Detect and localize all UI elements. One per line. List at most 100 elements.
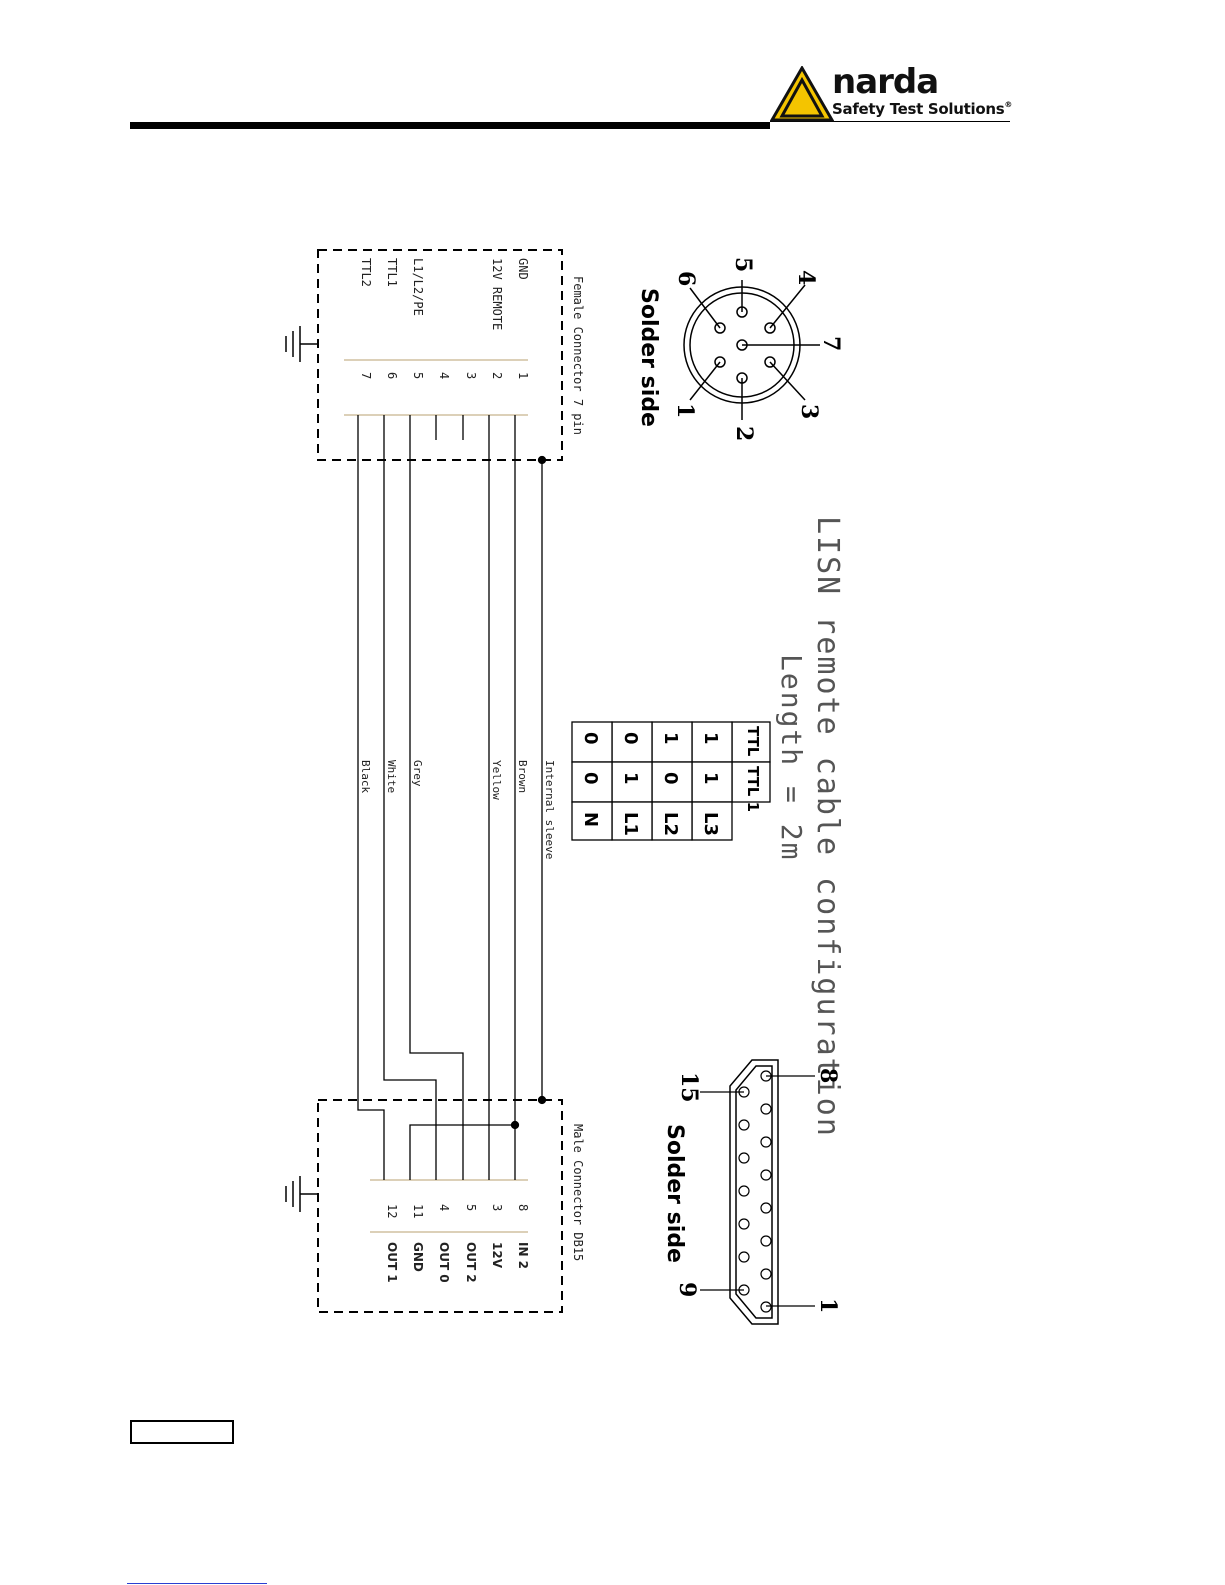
male-pin-label: OUT 1 [385,1242,399,1283]
db15-pin-hole [760,1235,772,1247]
logo-brand: narda [832,62,939,102]
header-rule [130,122,770,129]
truth-table-cell [651,761,693,803]
wire-label: Grey [411,760,424,787]
truth-table-value: 1 [660,732,681,745]
truth-table-value: 1 [700,732,721,745]
male-pin-label: OUT 2 [464,1242,478,1283]
wire-label: Black [359,760,372,793]
male-solder-side-label: Solder side [662,1124,687,1263]
wire-label: White [385,760,398,793]
truth-table-value: L1 [620,812,641,836]
pin7-number-6: 6 [673,271,699,286]
wire-white [383,415,437,1180]
footer-link-underline[interactable] [127,1583,267,1584]
header-thin-rule [770,121,1010,122]
female-pin-number: 5 [411,372,425,379]
logo-tagline-text: Safety Test Solutions [832,100,1005,118]
truth-table-cell [691,721,733,763]
truth-table-value: 1 [700,772,721,785]
male-connector-caption: Male Connector DB15 [571,1124,585,1261]
ground-symbol-bottom [285,1176,318,1212]
wire-black [357,415,385,1180]
female-pin-label: TTL2 [359,258,373,287]
female-pin-label: 12V REMOTE [490,258,504,330]
db15-pin-hole [738,1218,750,1230]
db15-pin-hole [760,1103,772,1115]
cable-length: Length = 2m [775,654,808,861]
logo-reg-mark: ® [1004,100,1013,109]
db15-pin-hole [738,1185,750,1197]
truth-table-cell [611,801,653,841]
truth-table-value: 0 [620,732,641,745]
female-pin-number: 3 [464,372,478,379]
female-connector-box [317,249,563,461]
truth-table-cell [691,761,733,803]
db15-pin-hole [760,1136,772,1148]
ground-symbol-top [285,326,318,362]
db15-number-9: 9 [674,1282,700,1297]
db15-pin-hole [760,1202,772,1214]
truth-table-value: L3 [700,812,721,836]
male-connector-box [317,1099,563,1313]
male-pin-number: 12 [385,1204,399,1218]
female-pin-number: 4 [437,372,451,379]
truth-table-value: N [580,812,601,827]
male-pin-label: IN 2 [516,1242,530,1269]
pin7-number-7: 7 [818,336,844,351]
truth-table-value: 0 [580,732,601,745]
footer-box [130,1420,234,1444]
male-pin-label: GND [411,1242,425,1272]
truth-table-cell [571,801,613,841]
truth-table-cell [651,801,693,841]
male-pin-number: 11 [411,1204,425,1218]
male-pin-number: 4 [437,1204,451,1211]
db15-number-8: 8 [815,1068,841,1083]
female-pin-label: L1/L2/PE [411,258,425,316]
wire-label: Brown [516,760,529,793]
truth-table-value: 1 [620,772,641,785]
truth-table-cell [611,761,653,803]
pin7-number-4: 4 [793,270,819,285]
wire-label: Internal sleeve [543,760,556,859]
wires [357,415,547,1180]
female-solder-side-label: Solder side [636,288,661,427]
db15-number-15: 15 [676,1072,702,1103]
pin7-number-5: 5 [730,257,756,272]
truth-table-cell [611,721,653,763]
male-pin-number: 5 [464,1204,478,1211]
db15-pin-hole [760,1301,772,1313]
wire-grey [409,415,464,1180]
male-pin-number: 8 [516,1204,530,1211]
female-connector-caption: Female Connector 7 pin [571,276,585,435]
truth-table-header: TTL 1 [744,766,762,812]
truth-table-cell [691,801,733,841]
db15-pin-hole [738,1152,750,1164]
warning-triangle-icon [770,66,834,122]
pin7-number-3: 3 [796,404,822,419]
female-pin-label: TTL1 [385,258,399,287]
wire-label: Yellow [490,760,503,800]
pin7-number-1: 1 [672,403,698,418]
narda-logo: narda Safety Test Solutions® [770,62,1012,124]
db15-pin-hole [738,1251,750,1263]
truth-table-value: 0 [660,772,681,785]
female-pin-number: 6 [385,372,399,379]
db15-pin-hole [760,1268,772,1280]
truth-table-value: 0 [580,772,601,785]
female-pin-number: 1 [516,372,530,379]
db15-pin-hole [738,1119,750,1131]
male-db15-connector-drawing [729,1059,779,1325]
logo-tagline: Safety Test Solutions® [832,100,1012,118]
truth-table-value: L2 [660,812,681,836]
db15-pin-hole [760,1169,772,1181]
pin7-number-2: 2 [731,426,757,441]
diagram-title: LISN remote cable configuration [810,516,845,1138]
db15-number-1: 1 [815,1298,841,1313]
male-pin-label: 12V [490,1242,504,1269]
female-pin-label: GND [516,258,530,280]
male-pin-number: 3 [490,1204,504,1211]
female-7pin-connector-drawing [683,280,820,420]
